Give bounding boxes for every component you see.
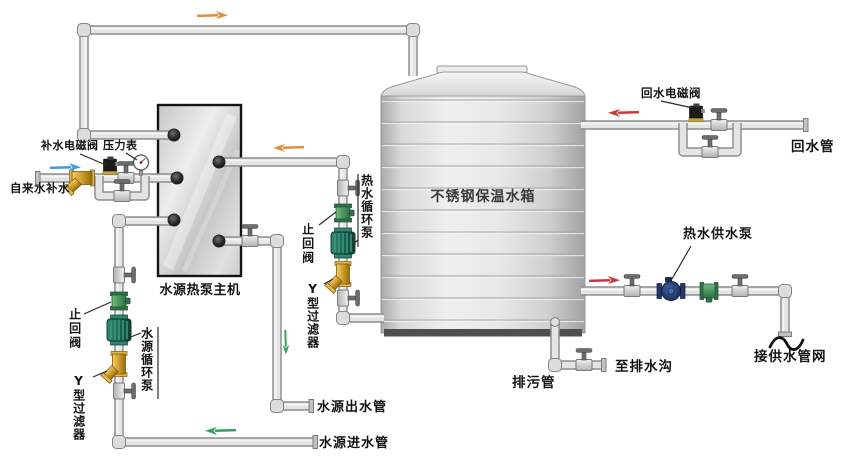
pressure-gauge-icon bbox=[132, 154, 150, 177]
shutoff-valve-icon bbox=[337, 289, 360, 307]
label-source-outlet-pipe: 水源出水管 bbox=[317, 400, 388, 415]
hot-water-circulation-pump-icon bbox=[330, 227, 356, 259]
pipe-break-symbol bbox=[768, 336, 805, 351]
tank-rib-highlights bbox=[382, 101, 584, 323]
label-return-solenoid-valve: 回水电磁阀 bbox=[641, 86, 701, 100]
shutoff-valve-icon bbox=[113, 382, 136, 400]
flow-arrow-right-icon bbox=[48, 161, 83, 173]
shutoff-valve-icon bbox=[623, 274, 641, 297]
label-to-drain-ditch: 至排水沟 bbox=[615, 359, 673, 375]
shutoff-valve-icon bbox=[337, 179, 360, 197]
shutoff-valve-icon bbox=[575, 348, 593, 371]
flow-arrow-right-icon bbox=[195, 9, 230, 21]
tank-body bbox=[380, 95, 586, 334]
pipe-return-line bbox=[581, 120, 806, 157]
elbow-fittings bbox=[77, 23, 792, 449]
shutoff-valve-icon bbox=[731, 274, 749, 297]
label-hot-water-circulation-pump: 热水循环泵 bbox=[359, 174, 374, 239]
label-tap-water-makeup: 自来水补水 bbox=[10, 181, 70, 195]
tank-dome bbox=[380, 71, 586, 98]
flow-arrow-left-icon bbox=[271, 142, 306, 154]
bypass-valve-icon bbox=[701, 135, 719, 158]
label-check-valve-mid: 止回阀 bbox=[300, 223, 315, 265]
label-source-inlet-pipe: 水源进水管 bbox=[319, 436, 390, 451]
pipe-top-loop bbox=[79, 25, 418, 140]
hot-water-supply-pump-icon bbox=[656, 276, 686, 301]
label-y-filter-mid: Y型过滤器 bbox=[305, 282, 320, 349]
source-circulation-pump-icon bbox=[106, 314, 132, 346]
label-check-valve-left: 止回阀 bbox=[67, 308, 82, 350]
insulated-water-tank bbox=[380, 65, 586, 337]
tank-base-band bbox=[384, 329, 582, 337]
shutoff-valve-icon bbox=[241, 224, 259, 247]
label-hot-water-supply-pump: 热水供水泵 bbox=[683, 227, 754, 242]
tank-ribs bbox=[382, 99, 584, 321]
check-valve-icon bbox=[110, 291, 131, 311]
bypass-valve-icon bbox=[113, 179, 131, 202]
shutoff-valve-icon bbox=[710, 108, 728, 131]
flow-arrow-left-icon bbox=[606, 107, 641, 119]
label-pressure-gauge: 压力表 bbox=[103, 139, 138, 152]
label-blowdown-pipe: 排污管 bbox=[512, 375, 556, 391]
flow-arrow-down-icon bbox=[281, 328, 291, 356]
label-source-circulation-pump: 水源循环泵 bbox=[139, 327, 154, 392]
flow-arrow-left-icon bbox=[203, 425, 238, 437]
check-valve-icon bbox=[699, 282, 719, 303]
makeup-solenoid-valve-icon bbox=[102, 156, 120, 175]
check-valve-icon bbox=[334, 203, 355, 223]
label-heat-pump-unit: 水源热泵主机 bbox=[159, 283, 241, 298]
label-insulated-tank: 不锈钢保温水箱 bbox=[430, 189, 536, 205]
label-supply-network: 接供水管网 bbox=[754, 349, 827, 365]
drain-stub-cap bbox=[550, 317, 560, 327]
return-solenoid-valve-icon bbox=[688, 103, 706, 122]
label-y-filter-left: Y型过滤器 bbox=[71, 374, 86, 441]
flow-arrow-right-icon bbox=[587, 274, 622, 286]
pipe-end-caps bbox=[35, 118, 809, 449]
leader-lines bbox=[79, 100, 694, 399]
shutoff-valve-icon bbox=[113, 266, 136, 284]
label-makeup-solenoid-valve: 补水电磁阀 bbox=[41, 139, 99, 152]
label-return-pipe: 回水管 bbox=[791, 139, 835, 155]
